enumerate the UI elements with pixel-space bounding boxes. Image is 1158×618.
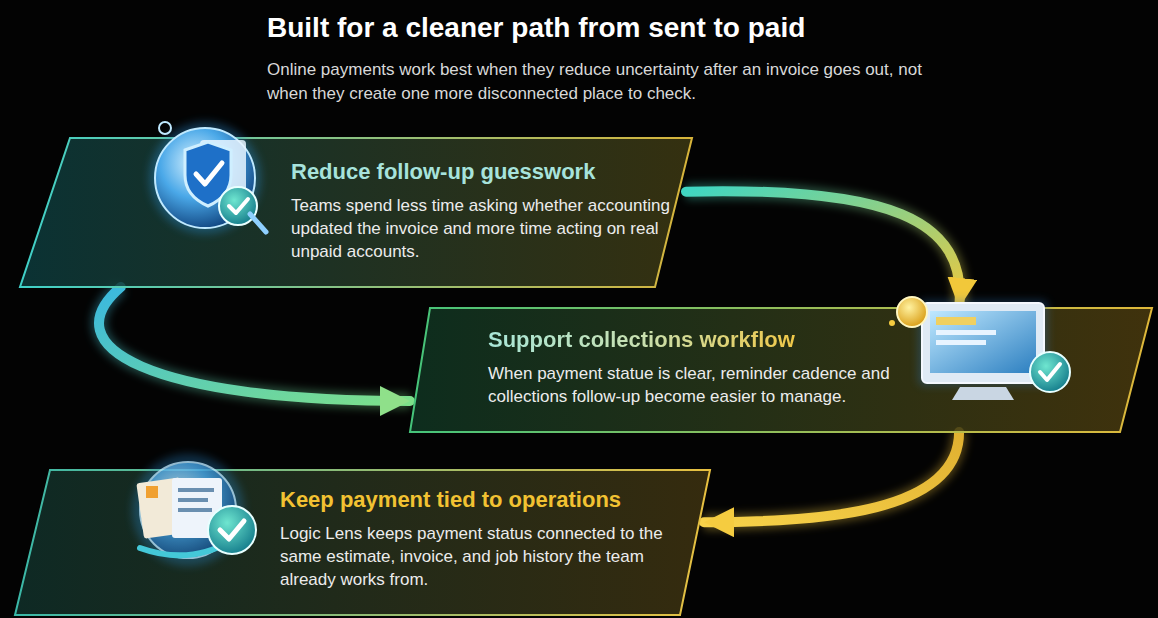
subtitle-text: Online payments work best when they redu… (267, 58, 927, 106)
connector-glow (99, 287, 410, 401)
panel-body: When payment statue is clear, reminder c… (488, 362, 908, 408)
shield-icon (149, 122, 266, 234)
panel-body: Logic Lens keeps payment status connecte… (280, 522, 680, 591)
diagram-title: Built for a cleaner path from sent to pa… (267, 12, 805, 44)
flow-arrow (704, 432, 959, 522)
connector-glow (686, 191, 960, 308)
connector-glow (704, 432, 959, 522)
parallelogram-panel: Support collections workflowWhen payment… (410, 308, 1152, 432)
flow-arrow (686, 191, 960, 308)
parallelogram-panel: Keep payment tied to operationsLogic Len… (15, 470, 710, 615)
panel-heading: Reduce follow-up guesswork (291, 158, 681, 186)
documents-icon (132, 454, 256, 566)
panel-body: Teams spend less time asking whether acc… (291, 194, 681, 263)
monitor-icon (889, 297, 1070, 400)
flow-arrow (99, 287, 410, 401)
panel-heading: Support collections workflow (488, 326, 795, 354)
panel-heading: Keep payment tied to operations (280, 486, 680, 514)
parallelogram-panel: Reduce follow-up guessworkTeams spend le… (20, 138, 692, 287)
